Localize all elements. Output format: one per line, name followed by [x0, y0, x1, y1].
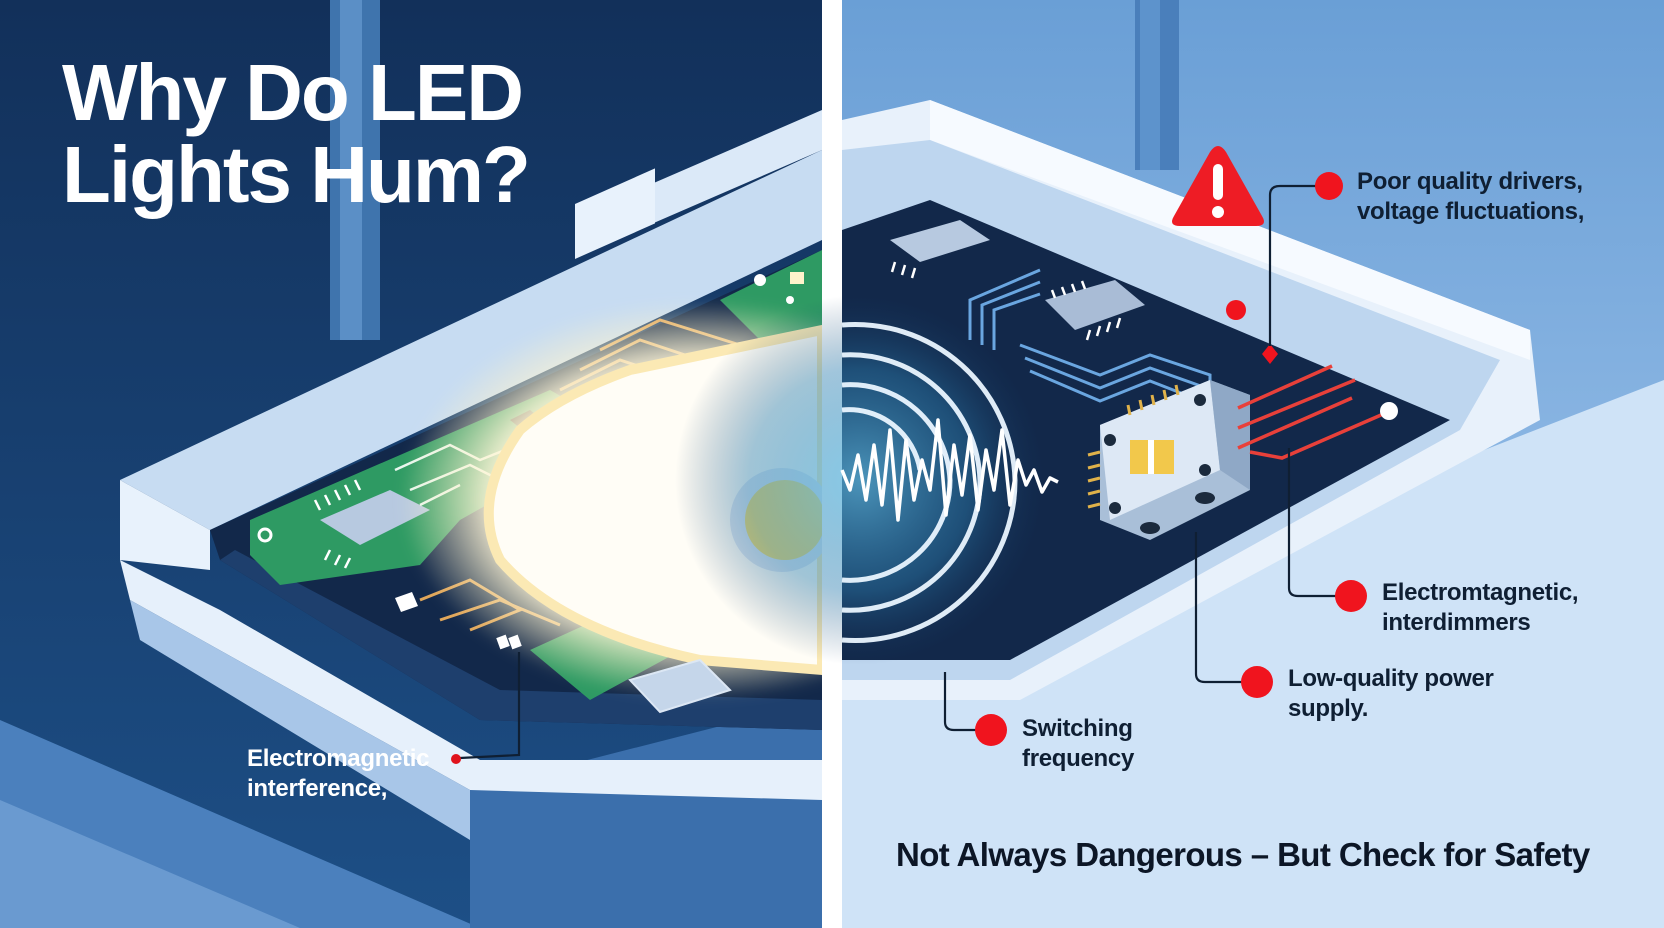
callout-em-interference: Electromagnetic interference,	[247, 744, 430, 804]
marker-em-interference	[451, 754, 461, 764]
left-panel	[0, 0, 1000, 928]
callout-line: frequency	[1022, 745, 1135, 772]
leader-line-switching	[943, 672, 978, 732]
leader-line-dimmers	[1287, 448, 1340, 598]
right-panel	[675, 0, 1664, 928]
callout-switching-frequency: Switching frequency	[1022, 714, 1134, 774]
callout-line: interference,	[247, 775, 388, 802]
warning-triangle-icon	[1172, 146, 1264, 226]
leader-line-drivers	[1268, 184, 1322, 346]
waveform	[840, 418, 1059, 522]
marker-dimmers	[1335, 580, 1367, 612]
marker-power	[1241, 666, 1273, 698]
leader-line-left	[459, 652, 521, 760]
callout-line: Poor quality drivers,	[1357, 168, 1583, 195]
marker-drivers	[1315, 172, 1343, 200]
callout-line: Switching	[1022, 715, 1133, 742]
callout-power-supply: Low-quality power supply.	[1288, 664, 1494, 724]
leader-line-power	[1194, 532, 1245, 684]
red-traces	[1237, 364, 1389, 460]
callout-line: Low-quality power	[1288, 665, 1494, 692]
callout-poor-drivers: Poor quality drivers, voltage fluctuatio…	[1357, 167, 1584, 227]
callout-line: voltage fluctuations,	[1357, 198, 1585, 225]
title-line-2: Lights Hum?	[62, 130, 531, 219]
callout-line: supply.	[1288, 695, 1369, 722]
callout-em-dimmers: Electromtagnetic, interdimmers	[1382, 578, 1579, 638]
page-title: Why Do LED Lights Hum?	[62, 48, 531, 219]
callout-line: interdimmers	[1382, 609, 1531, 636]
callout-line: Electromagnetic	[247, 745, 430, 772]
callout-line: Electromtagnetic,	[1382, 579, 1579, 606]
marker-switching	[975, 714, 1007, 746]
safety-tagline: Not Always Dangerous – But Check for Saf…	[896, 836, 1590, 873]
title-line-1: Why Do LED	[62, 48, 524, 137]
